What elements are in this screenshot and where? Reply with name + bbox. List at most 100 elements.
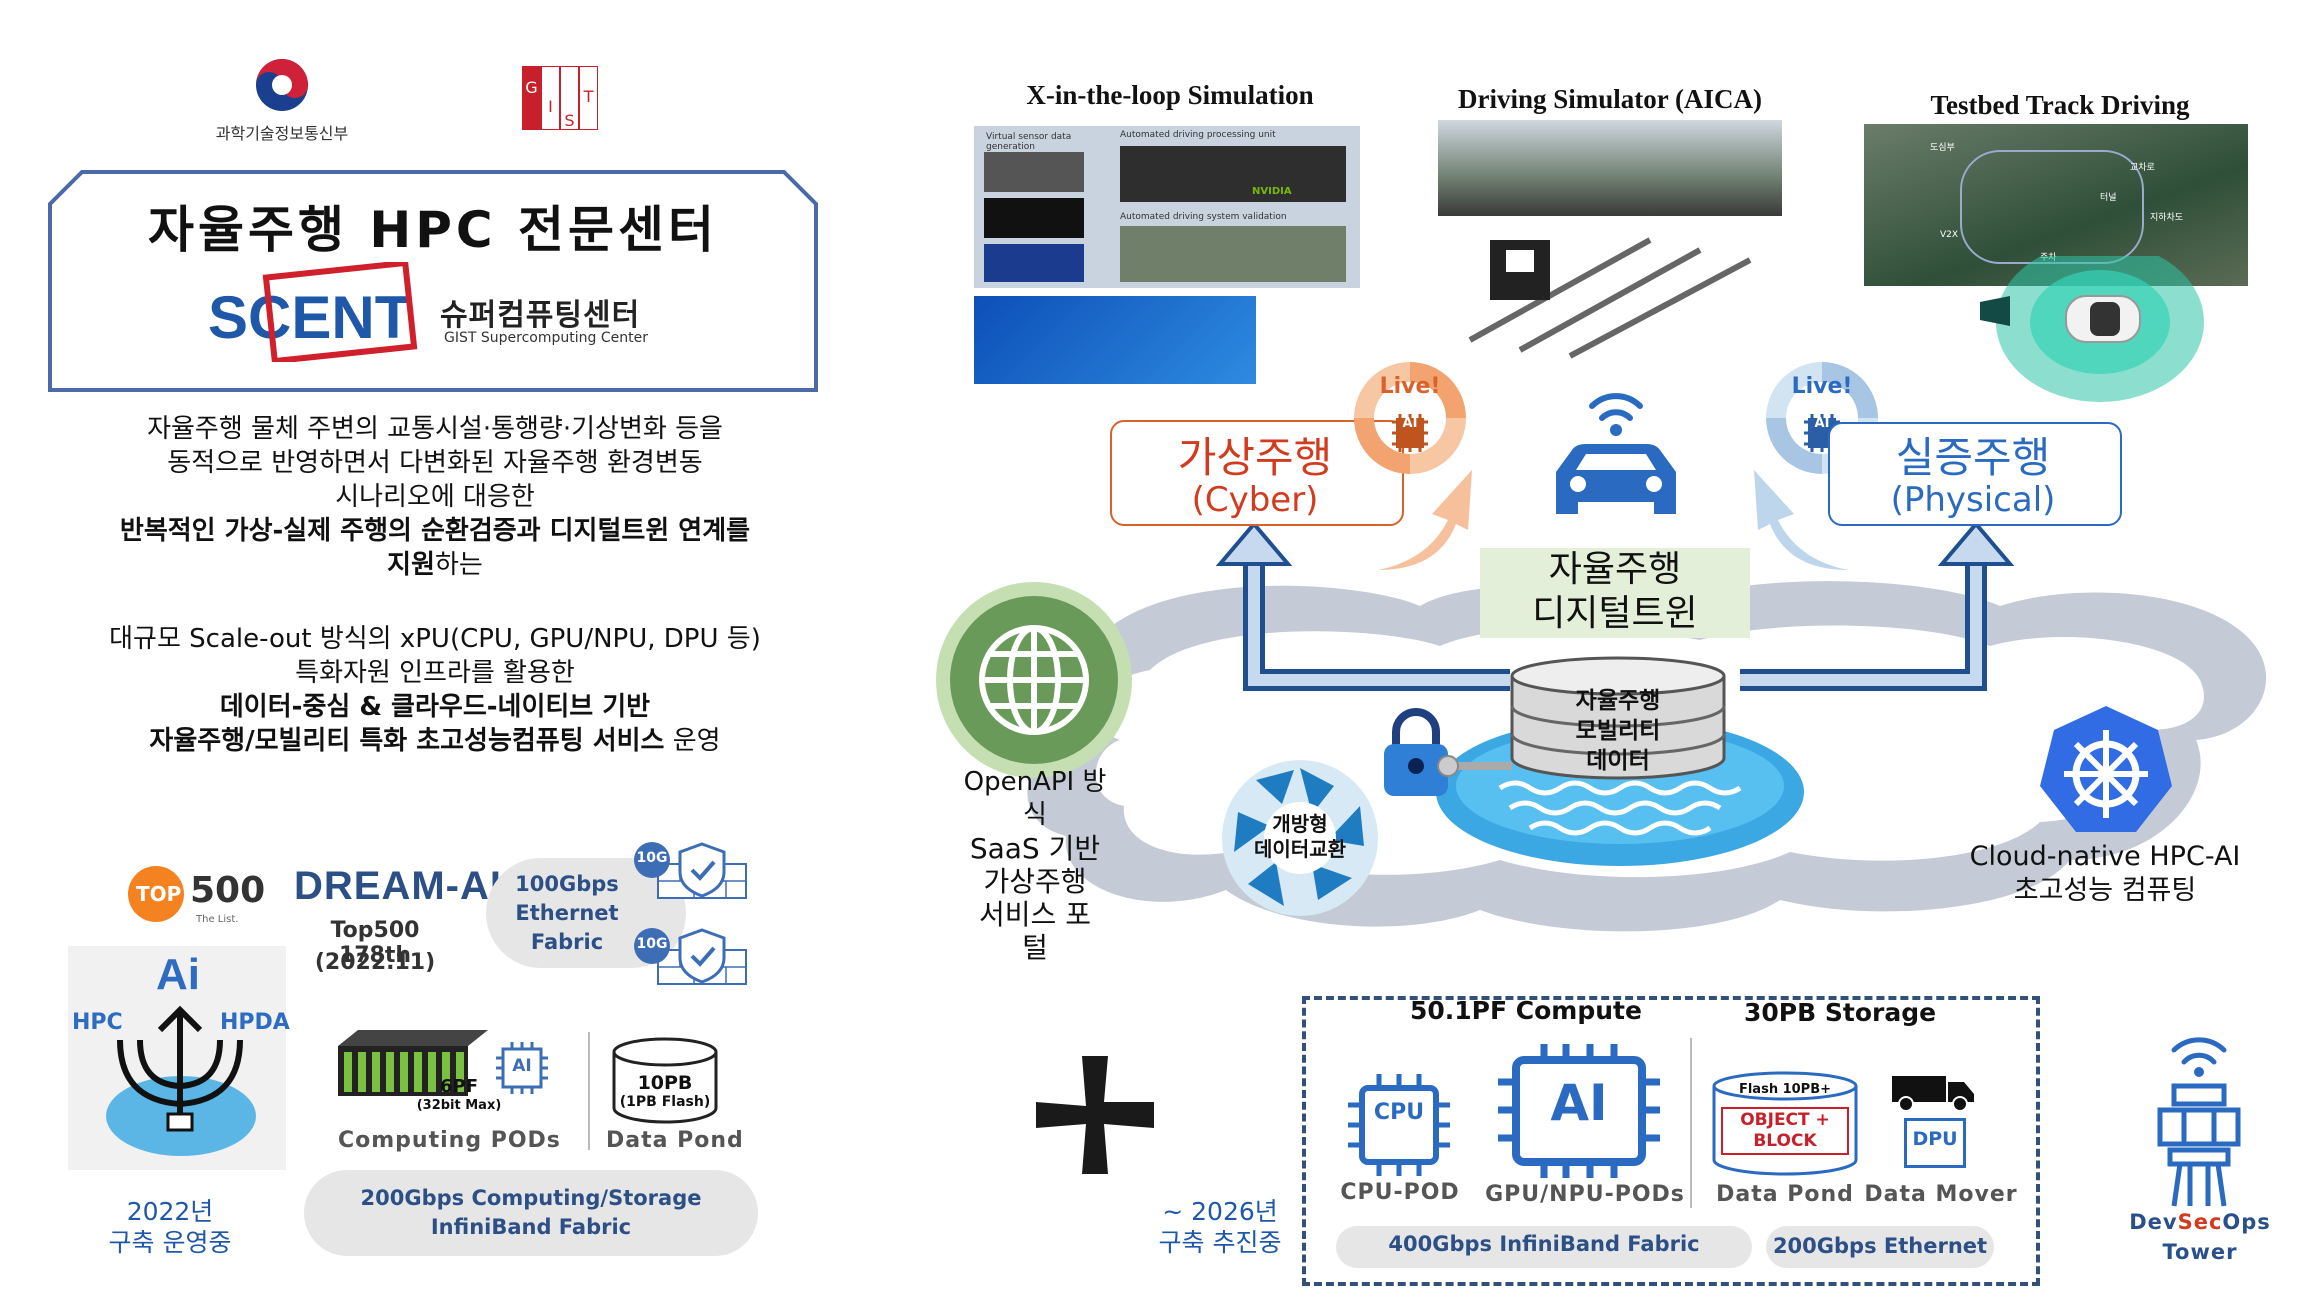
status-year: 2022년	[126, 1197, 214, 1226]
ministry-emblem-icon	[256, 59, 308, 111]
center-name: 슈퍼컴퓨팅센터	[440, 298, 641, 333]
desc-bold-phrase: 자율주행/모빌리티 특화 초고성능컴퓨팅 서비스	[149, 726, 665, 756]
control-tower-icon	[2157, 1037, 2241, 1207]
ethernet-badge: 10G	[636, 850, 668, 866]
devsecops-label: DevSecOps	[2100, 1210, 2300, 1234]
ethernet-fabric-label: 100Gbps Ethernet Fabric	[500, 870, 634, 957]
desc-line: 특화자원 인프라를 활용한	[295, 658, 575, 688]
compute-storage-box	[1302, 996, 2040, 1286]
openapi-portal-label: OpenAPI 방 식 SaaS 기반 가상주행 서비스 포 털	[940, 766, 1130, 964]
status-2026: ~ 2026년 구축 추진중	[1130, 1196, 1310, 1258]
exchange-line: 개방형	[1272, 812, 1328, 836]
truck-icon	[1892, 1076, 1974, 1112]
top500-badge	[128, 866, 184, 922]
flow-arrows	[1215, 520, 2015, 691]
cloud-native-line: 초고성능 컴퓨팅	[2013, 875, 2197, 906]
data-pond-label: Data Pond	[606, 1128, 744, 1153]
gist-letter: G	[522, 66, 541, 130]
dpu-label: DPU	[1912, 1128, 1958, 1150]
ai-logo-ai: Ai	[156, 950, 200, 999]
cloud-native-label: Cloud-native HPC-AI 초고성능 컴퓨팅	[1930, 840, 2280, 908]
cyber-label-en: (Cyber)	[1191, 480, 1319, 520]
title-box-frame	[48, 170, 818, 392]
kubernetes-icon	[2040, 706, 2172, 832]
desc-line: 시나리오에 대응한	[335, 482, 535, 512]
ai-logo-hpc: HPC	[72, 1010, 123, 1035]
desc-line: 자율주행 물체 주변의 교통시설·통행량·기상변화 등을	[147, 414, 723, 444]
devsecops-sec: Sec	[2177, 1210, 2223, 1234]
gist-logo: G I S T	[522, 66, 598, 130]
ai-chip-label: AI	[1550, 1074, 1608, 1132]
cpu-chip-icon	[1348, 1074, 1450, 1176]
physical-label-ko: 실증주행	[1895, 433, 2051, 482]
pod-chip-label: AI	[512, 1056, 532, 1076]
gist-letter: T	[579, 66, 598, 130]
physical-label-en: (Physical)	[1890, 480, 2056, 520]
dream-ai-rank: Top500 178th	[330, 918, 420, 968]
xil-thumb	[984, 198, 1084, 238]
xil-caption: Automated driving processing unit	[1120, 130, 1276, 140]
infiniband-label: 200Gbps Computing/Storage InfiniBand Fab…	[304, 1184, 758, 1242]
status-state: 구축 추진중	[1158, 1228, 1282, 1257]
ethernet-200-pill	[1766, 1226, 1994, 1268]
trident-icon	[117, 1005, 243, 1132]
data-mover-label: Data Mover	[1864, 1182, 2018, 1207]
devsecops-dev: Dev	[2129, 1210, 2178, 1234]
pod-capacity: 6PF	[439, 1076, 478, 1097]
live-label: Live!	[1791, 374, 1853, 399]
xil-caption: Automated driving system validation	[1120, 212, 1287, 222]
ministry-name: 과학기술정보통신부	[215, 124, 349, 143]
ethernet-line: 100Gbps	[515, 872, 619, 896]
cyber-sync-arrow	[1378, 470, 1472, 570]
xil-road-image	[1120, 226, 1346, 282]
description-paragraph-1: 자율주행 물체 주변의 교통시설·통행량·기상변화 등을 동적으로 반영하면서 …	[30, 412, 840, 582]
desc-line-bold: 반복적인 가상-실제 주행의 순환검증과 디지털트윈 연계를	[119, 516, 751, 546]
mobility-data-label: 자율주행 모빌리티 데이터	[1508, 686, 1728, 776]
infiniband-line: InfiniBand Fabric	[430, 1215, 632, 1239]
aperture-icon	[1222, 760, 1378, 916]
infiniband-400-label: 400Gbps InfiniBand Fabric	[1388, 1232, 1700, 1256]
object-block-label: OBJECT + BLOCK	[1722, 1110, 1848, 1152]
twin-line: 디지털트윈	[1532, 593, 1698, 634]
desc-line: 대규모 Scale-out 방식의 xPU(CPU, GPU/NPU, DPU …	[109, 624, 761, 654]
xil-thumb	[984, 152, 1084, 192]
openapi-line: 서비스 포	[979, 898, 1091, 931]
data-line: 데이터	[1586, 748, 1650, 774]
infiniband-pill	[304, 1170, 758, 1256]
aica-sim-title: Driving Simulator (AICA)	[1457, 84, 1762, 114]
testbed-tag: 도심부	[1930, 143, 1955, 153]
cpu-chip-label: CPU	[1373, 1100, 1425, 1125]
gpu-npu-pods-label: GPU/NPU-PODs	[1485, 1182, 1685, 1207]
dpu-box-icon	[1904, 1118, 1966, 1168]
live-label: Live!	[1379, 374, 1441, 399]
testbed-track-outline	[1960, 150, 2144, 264]
description-paragraph-2: 대규모 Scale-out 방식의 xPU(CPU, GPU/NPU, DPU …	[30, 622, 840, 758]
physical-box	[1828, 422, 2122, 526]
data-pond-label: Data Pond	[1716, 1182, 1854, 1207]
digital-twin-label: 자율주행 디지털트윈	[1480, 548, 1750, 636]
status-year: ~ 2026년	[1162, 1197, 1278, 1226]
aica-rig-image	[1468, 237, 1752, 359]
globe-icon	[936, 582, 1132, 778]
desc-rest: 하는	[435, 550, 483, 580]
storage-cylinder-icon	[612, 1037, 718, 1124]
desc-line-bold: 데이터-중심 & 클라우드-네이티브 기반	[219, 692, 651, 722]
openapi-line: OpenAPI 방	[963, 767, 1107, 797]
gist-letter: S	[560, 66, 579, 130]
object-line: OBJECT +	[1740, 1110, 1830, 1130]
pond-capacity: 10PB	[637, 1072, 693, 1094]
openapi-line: SaaS 기반	[969, 832, 1101, 865]
openapi-line: 식	[1023, 800, 1047, 830]
ethernet-badge: 10G	[636, 936, 668, 952]
testbed-tag: 교차로	[2130, 163, 2155, 173]
cyber-box	[1110, 420, 1404, 526]
firewall-icon	[634, 842, 747, 985]
status-state: 구축 운영중	[108, 1228, 232, 1257]
testbed-title: Testbed Track Driving	[1930, 90, 2190, 120]
top500-number: 500	[190, 870, 266, 911]
xil-map-image	[974, 296, 1256, 384]
ethernet-200-label: 200Gbps Ethernet	[1772, 1234, 1988, 1258]
testbed-tag: 지하차도	[2150, 213, 2184, 223]
ethernet-line: Fabric	[530, 930, 604, 954]
infiniband-line: 200Gbps Computing/Storage	[360, 1186, 702, 1210]
